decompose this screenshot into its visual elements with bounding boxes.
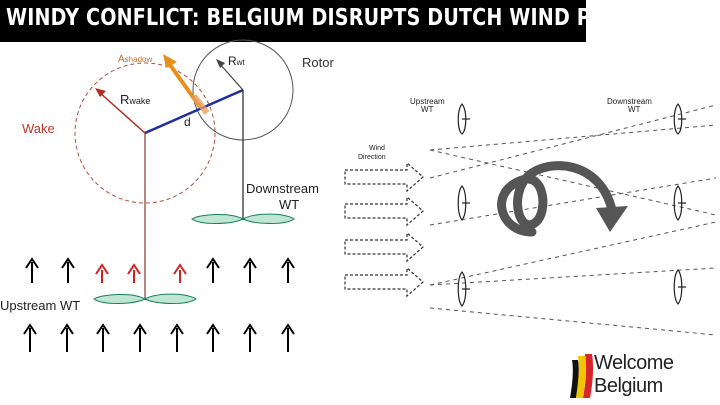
right-upstream-label-1: Upstream [410, 97, 445, 106]
belgian-flag-icon [570, 354, 594, 398]
wind-direction-arrows [344, 161, 424, 298]
downstream-turbines [673, 103, 686, 305]
welcome-belgium-logo: Welcome Belgium [568, 350, 718, 402]
r-wt-arrowhead [216, 59, 225, 68]
shadow-overlap [191, 94, 210, 115]
logo-text-belgium: Belgium [594, 375, 663, 397]
r-wt-label: Rwt [228, 54, 245, 68]
downstream-wt-label-1: Downstream [246, 181, 319, 196]
right-downstream-label-2: WT [628, 105, 641, 114]
downstream-wt-label-2: WT [279, 197, 299, 212]
upstream-wt-label: Upstream WT [0, 298, 80, 313]
rotor-label: Rotor [302, 55, 334, 70]
a-shadow-label: Ashadow [118, 54, 152, 65]
wake-label: Wake [22, 121, 55, 136]
a-shadow-arrowhead [163, 54, 177, 68]
upstream-turbines [457, 103, 470, 307]
distance-line [144, 88, 244, 135]
title-bar: WINDY CONFLICT: BELGIUM DISRUPTS DUTCH W… [0, 0, 656, 42]
wake-circle [74, 62, 216, 204]
wake-dashed-lines [429, 104, 717, 336]
d-label: d [184, 115, 191, 129]
r-wake-label: Rwake [120, 92, 150, 107]
wind-arrows-row-2 [23, 323, 295, 352]
right-upstream-label-2: WT [421, 105, 434, 114]
wind-direction-label-2: Direction [358, 154, 386, 161]
page-title: WINDY CONFLICT: BELGIUM DISRUPTS DUTCH W… [6, 5, 657, 31]
r-wt-arrow [218, 62, 244, 91]
swirl-arrow-icon [497, 161, 617, 237]
upstream-blade [93, 293, 197, 304]
wind-arrows-row-1 [25, 257, 295, 283]
wind-direction-label-1: Wind [369, 145, 385, 152]
swirl-arrowhead [596, 206, 628, 232]
downstream-blade [191, 213, 295, 224]
logo-text-welcome: Welcome [594, 352, 674, 374]
r-wake-arrow [98, 91, 146, 134]
right-downstream-label-1: Downstream [607, 97, 652, 106]
r-wake-arrowhead [95, 88, 106, 97]
